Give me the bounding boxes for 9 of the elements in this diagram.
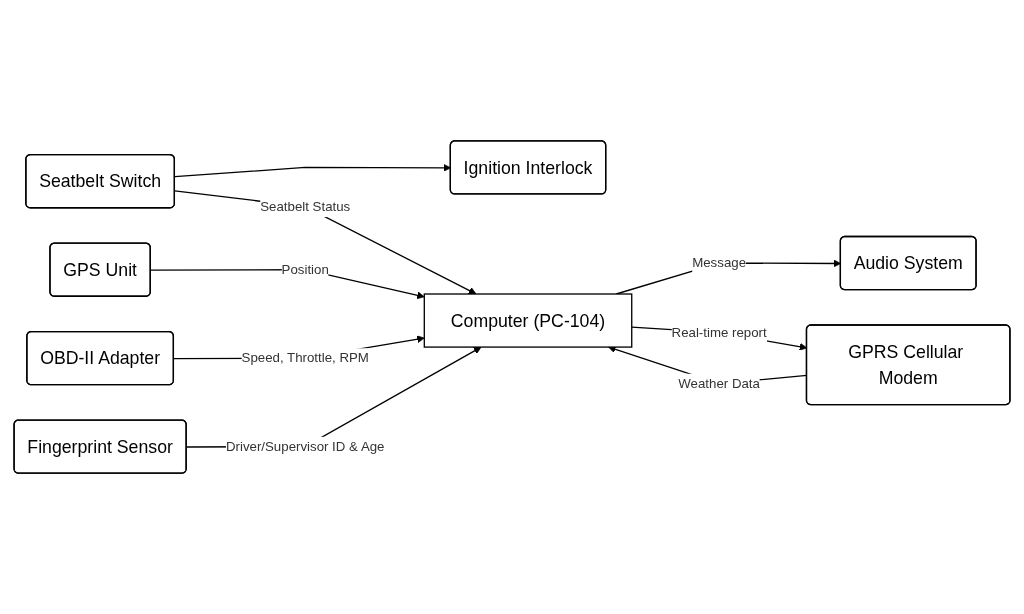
- edge-label: Real-time report: [671, 324, 767, 340]
- edge-label: Message: [692, 254, 747, 270]
- arrow: [174, 190, 477, 295]
- edge-label: Seatbelt Status: [260, 198, 351, 214]
- node-box: Computer (PC-104): [423, 293, 633, 348]
- edge-label: Speed, Throttle, RPM: [241, 349, 369, 365]
- edge-label: Weather Data: [678, 375, 760, 391]
- edge-label: Position: [281, 261, 329, 277]
- edge-label: Driver/Supervisor ID & Age: [225, 438, 385, 454]
